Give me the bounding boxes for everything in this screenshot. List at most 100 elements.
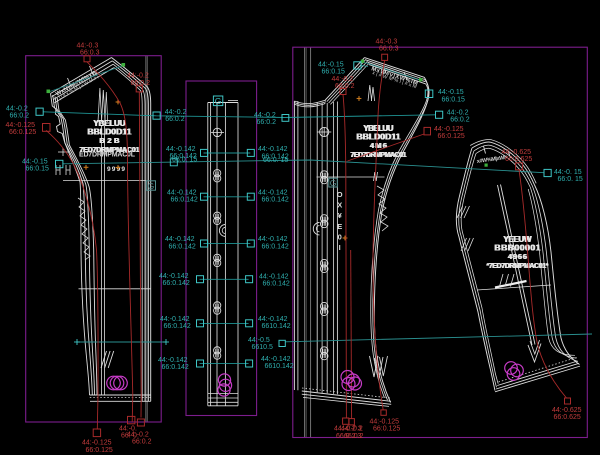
svg-text:7ED7DRMPMAC01: 7ED7DRMPMAC01 xyxy=(79,147,139,154)
svg-text:66:0.125: 66:0.125 xyxy=(9,129,36,136)
svg-text:66:0.2: 66:0.2 xyxy=(335,83,355,90)
svg-text:66:0. 15: 66:0. 15 xyxy=(558,176,583,183)
svg-text:66:0.15: 66:0.15 xyxy=(322,69,345,76)
svg-text:44:-0.142: 44:-0.142 xyxy=(166,146,196,153)
svg-text:66:0.142: 66:0.142 xyxy=(169,243,196,250)
svg-text:44:-0.2: 44:-0.2 xyxy=(127,73,149,80)
svg-text:G: G xyxy=(330,178,337,188)
svg-text:44:-0.142: 44:-0.142 xyxy=(165,236,195,243)
svg-text:66:0.142: 66:0.142 xyxy=(171,197,198,204)
svg-text:44:-0.2: 44:-0.2 xyxy=(6,106,28,113)
svg-text:B2B: B2B xyxy=(100,136,121,145)
svg-text:66:0.142: 66:0.142 xyxy=(262,153,289,160)
svg-text:44:-0.2: 44:-0.2 xyxy=(165,109,187,116)
svg-text:O: O xyxy=(337,190,343,199)
svg-text:4966: 4966 xyxy=(508,252,527,261)
svg-text:44:-0.15: 44:-0.15 xyxy=(22,159,48,166)
svg-text:44:-0.142: 44:-0.142 xyxy=(158,357,188,364)
svg-text:66:0.2: 66:0.2 xyxy=(344,433,364,440)
svg-text:BBB00001: BBB00001 xyxy=(494,243,540,253)
svg-text:44:-0.3: 44:-0.3 xyxy=(376,39,398,46)
svg-text:YBELUU: YBELUU xyxy=(363,124,393,133)
svg-text:44:-0.125: 44:-0.125 xyxy=(82,440,112,447)
svg-text:YBELUU: YBELUU xyxy=(93,119,125,128)
svg-text:66:0.625: 66:0.625 xyxy=(505,156,532,163)
svg-text:I: I xyxy=(339,243,341,252)
svg-text:4966: 4966 xyxy=(508,252,527,261)
svg-text:66:0.125: 66:0.125 xyxy=(438,133,465,140)
svg-text:4M6: 4M6 xyxy=(370,141,387,150)
svg-text:44:-0.142: 44:-0.142 xyxy=(258,190,288,197)
svg-text:66:0.125: 66:0.125 xyxy=(373,426,400,433)
svg-text:6610.142: 6610.142 xyxy=(262,323,291,330)
svg-text:6610.5: 6610.5 xyxy=(252,344,274,351)
svg-text:BBLD0D11: BBLD0D11 xyxy=(356,132,400,142)
svg-text:66:0.2: 66:0.2 xyxy=(10,113,30,120)
svg-text:¥: ¥ xyxy=(338,211,343,220)
svg-text:66:-0.: 66:-0. xyxy=(121,433,139,440)
svg-text:66:0.2: 66:0.2 xyxy=(131,80,151,87)
svg-text:66:0.2: 66:0.2 xyxy=(257,119,277,126)
svg-text:44:-0.125: 44:-0.125 xyxy=(370,418,400,425)
svg-text:44:-0.2: 44:-0.2 xyxy=(447,109,469,116)
svg-text:44:-0.142: 44:-0.142 xyxy=(160,316,190,323)
svg-text:44:-0.125: 44:-0.125 xyxy=(6,122,36,129)
svg-text:66:0.3: 66:0.3 xyxy=(80,50,100,57)
svg-text:BBLD0D11: BBLD0D11 xyxy=(88,127,132,137)
svg-text:44:-0.2: 44:-0.2 xyxy=(341,426,363,433)
svg-text:66:0.142: 66:0.142 xyxy=(164,323,191,330)
svg-text:66:0.142: 66:0.142 xyxy=(263,281,290,288)
svg-text:66:0. 15: 66:0. 15 xyxy=(172,157,197,164)
svg-text:BBLD0D11: BBLD0D11 xyxy=(357,132,401,142)
svg-text:*7ED7DRMPMAC01*: *7ED7DRMPMAC01* xyxy=(487,263,549,270)
svg-text:44:-0.2 3: 44:-0.2 3 xyxy=(334,426,362,433)
svg-text:G: G xyxy=(148,181,155,191)
svg-text:66:0.142: 66:0.142 xyxy=(262,197,289,204)
svg-text:44:-0.142: 44:-0.142 xyxy=(258,146,288,153)
svg-text:44:-0.625: 44:-0.625 xyxy=(502,149,532,156)
svg-text:66:0.142: 66:0.142 xyxy=(262,243,289,250)
svg-text:66:0.142: 66:0.142 xyxy=(170,153,197,160)
svg-text:YBELUU: YBELUU xyxy=(364,124,394,133)
svg-text:66:0.2 3: 66:0.2 3 xyxy=(336,433,361,440)
svg-text:YBELUU: YBELUU xyxy=(94,119,126,128)
svg-text:44:-0. 15: 44:-0. 15 xyxy=(554,169,582,176)
svg-text:YEEUW: YEEUW xyxy=(504,235,532,244)
svg-text:44:-0.142: 44:-0.142 xyxy=(258,236,288,243)
svg-text:B2B: B2B xyxy=(99,136,120,145)
svg-text:44:-0.142: 44:-0.142 xyxy=(261,356,291,363)
svg-text:66:0.2: 66:0.2 xyxy=(450,117,470,124)
svg-text:7ED7DRMPMAC01: 7ED7DRMPMAC01 xyxy=(350,152,406,159)
svg-text:44:-0.2: 44:-0.2 xyxy=(254,112,276,119)
svg-text:0: 0 xyxy=(338,232,342,241)
svg-text:E: E xyxy=(337,222,342,231)
svg-text:BBLD0D11: BBLD0D11 xyxy=(87,127,131,137)
svg-text:7ED7DRMPMAC01: 7ED7DRMPMAC01 xyxy=(80,147,140,154)
svg-text:44:-0.15: 44:-0.15 xyxy=(438,89,464,96)
svg-text:4M6: 4M6 xyxy=(370,141,387,150)
svg-text:66:0. 15: 66:0. 15 xyxy=(263,157,288,164)
svg-text:44:-0.125: 44:-0.125 xyxy=(434,126,464,133)
svg-text:G: G xyxy=(215,96,222,106)
svg-text:44:-0.625: 44:-0.625 xyxy=(552,407,582,414)
svg-text:66:0.2: 66:0.2 xyxy=(132,438,152,445)
svg-text:44:-0.15: 44:-0.15 xyxy=(318,61,344,68)
svg-text:6610.142: 6610.142 xyxy=(265,363,294,370)
svg-text:66:0.625: 66:0.625 xyxy=(554,414,581,421)
svg-text:66:0.142: 66:0.142 xyxy=(163,280,190,287)
svg-text:*7ED7DRMPMAC01*: *7ED7DRMPMAC01* xyxy=(486,263,548,270)
svg-text:44:-0.2: 44:-0.2 xyxy=(332,76,354,83)
svg-text:YEEUW: YEEUW xyxy=(503,235,531,244)
svg-text:44:-0.3: 44:-0.3 xyxy=(77,43,99,50)
svg-text:66:0.142: 66:0.142 xyxy=(162,364,189,371)
svg-text:44:-0.: 44:-0. xyxy=(119,426,137,433)
svg-text:x#W%M|xW#: x#W%M|xW# xyxy=(476,155,507,165)
svg-text:9999: 9999 xyxy=(107,166,125,173)
svg-text:BBB00001: BBB00001 xyxy=(495,243,541,253)
svg-text:7ED7DRMPMAC01: 7ED7DRMPMAC01 xyxy=(351,152,407,159)
svg-text:44:-0.2: 44:-0.2 xyxy=(127,431,149,438)
svg-text:44:-0.142: 44:-0.142 xyxy=(259,273,289,280)
svg-text:ED7DRMPMAC0L: ED7DRMPMAC0L xyxy=(79,152,136,159)
svg-text:66:0.15: 66:0.15 xyxy=(26,166,49,173)
svg-text:44:-0.142: 44:-0.142 xyxy=(167,190,197,197)
